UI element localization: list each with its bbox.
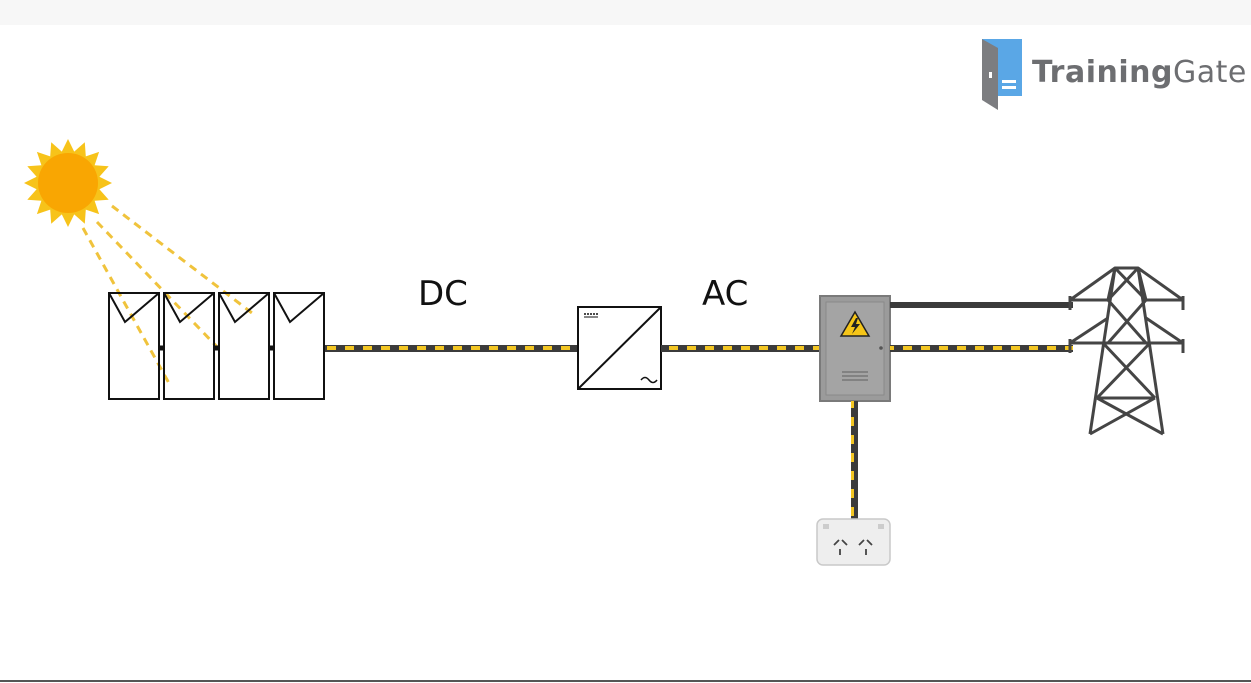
ac-cable: [661, 345, 821, 352]
dc-label: DC: [418, 274, 468, 314]
sun-icon: [24, 139, 112, 227]
grid-cable-neutral: [890, 302, 1073, 308]
top-bar: [0, 0, 1251, 25]
pylon-icon: [1068, 266, 1185, 436]
grid-cable-active: [890, 345, 1073, 352]
solar-panel-icon: [163, 292, 215, 400]
logo-text-light: Gate: [1172, 55, 1247, 90]
inverter-icon: [577, 306, 662, 390]
bottom-divider: [0, 680, 1251, 682]
logo-text-bold: Training: [1032, 55, 1173, 90]
solar-panel-icon: [108, 292, 160, 400]
outlet-cable: [851, 401, 858, 519]
solar-panel-icon: [218, 292, 270, 400]
dc-cable: [325, 345, 578, 352]
ac-label: AC: [702, 274, 749, 314]
solar-panel-icon: [273, 292, 325, 400]
light-beams: [81, 204, 253, 386]
solar-panel-array: [108, 292, 325, 400]
switchboard: [819, 295, 891, 402]
traininggate-logo: [982, 39, 1022, 110]
logo-wordmark: TrainingGate: [1032, 55, 1247, 90]
electric-hazard-icon: [839, 310, 871, 337]
door-icon: [982, 39, 1022, 110]
power-outlet-icon: [816, 518, 891, 566]
